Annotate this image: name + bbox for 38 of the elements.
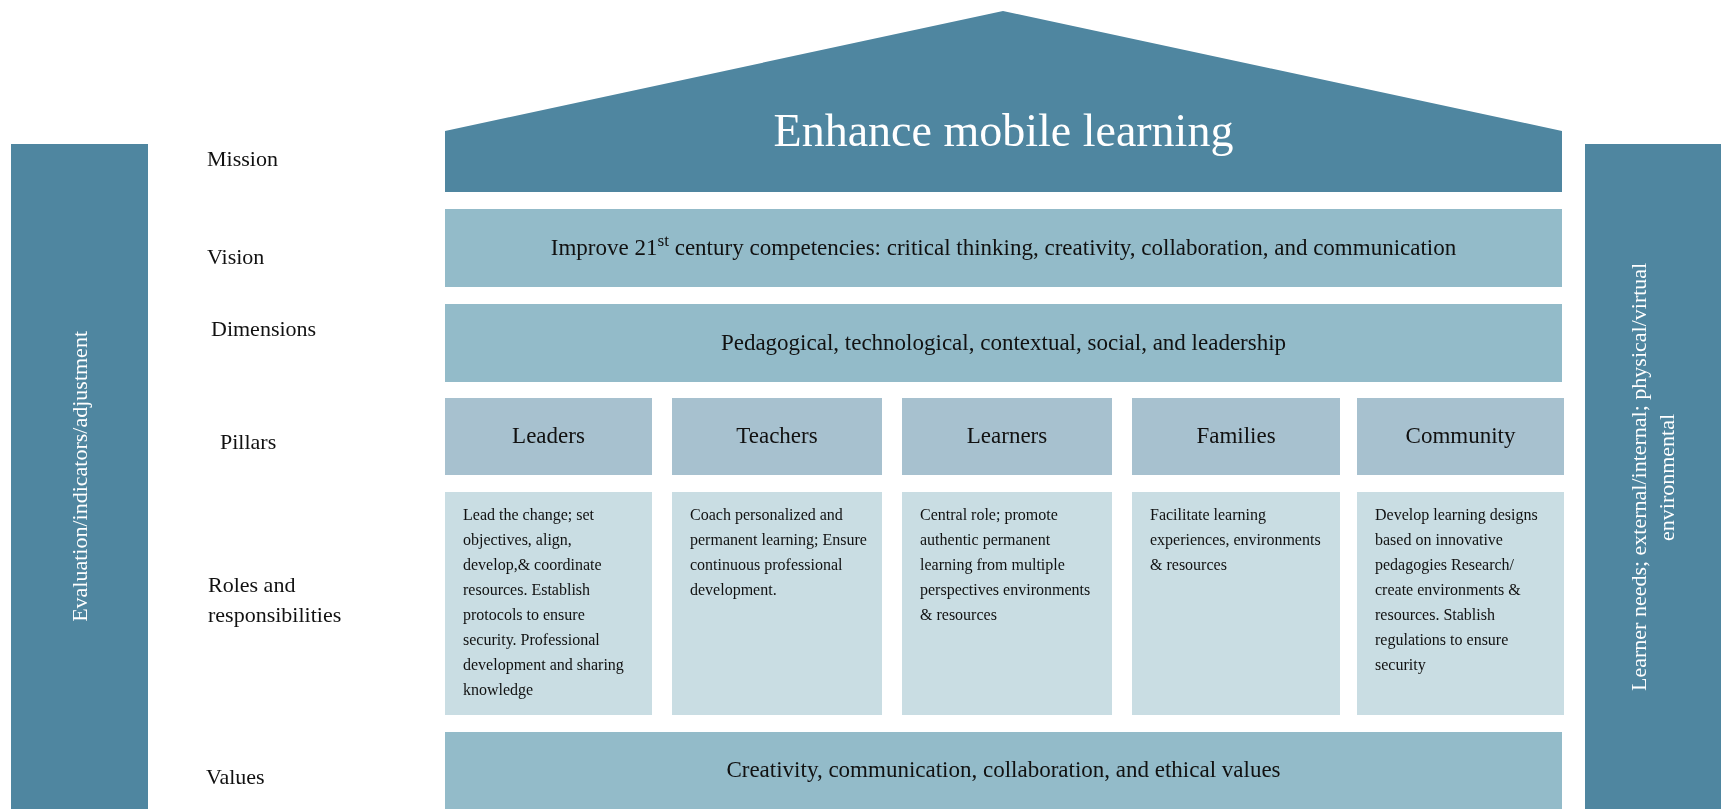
pillar-header — [1357, 398, 1564, 475]
band-text: Creativity, communication, collaboration, and ethical values — [725, 756, 1282, 785]
role-description: Develop learning designs based on innovative pedagogies Research/ create environments & resources. Stablish regulations to ensure security — [1375, 505, 1539, 676]
row-label: Dimensions — [211, 315, 318, 343]
pillar-title: Leaders — [511, 422, 586, 451]
side-column — [1585, 144, 1721, 809]
mission-title: Enhance mobile learning — [773, 108, 1234, 154]
pillar-title: Teachers — [735, 422, 819, 451]
role-card — [445, 492, 652, 715]
column-text: Evaluation/indicators/adjustment — [65, 331, 93, 622]
role-card — [902, 492, 1112, 715]
role-card — [1132, 492, 1340, 715]
side-column — [11, 144, 148, 809]
row-label: Mission — [207, 145, 279, 173]
role-description: Central role; promote authentic permanent learning from multiple perspectives environments & resources — [920, 505, 1092, 625]
pillar-header — [445, 398, 652, 475]
row-label: Vision — [207, 243, 266, 271]
role-description: Coach personalized and permanent learning; Ensure continuous professional development. — [690, 505, 868, 601]
row-label: Pillars — [220, 428, 278, 456]
horizontal-band — [445, 209, 1562, 287]
band-text: Improve 21$^{st}$ century competencies: critical thinking, creativity, collaboration, and communication — [549, 233, 1458, 262]
role-description: Lead the change; set objectives, align, develop,& coordinate resources. Establish protocols to ensure security. Professional development and sharing knowledge — [463, 505, 625, 701]
roof-banner — [445, 11, 1562, 192]
horizontal-band — [445, 732, 1562, 809]
pillar-header — [672, 398, 882, 475]
pillar-title: Families — [1195, 422, 1277, 451]
pillar-header — [1132, 398, 1340, 475]
horizontal-band — [445, 304, 1562, 382]
pillar-title: Community — [1404, 422, 1517, 451]
row-label: Roles and responsibilities — [208, 571, 343, 629]
column-text: Learner needs; external/internal; physical/virtual environmental — [1625, 261, 1680, 693]
pillar-header — [902, 398, 1112, 475]
role-card — [672, 492, 882, 715]
role-description: Facilitate learning experiences, environments & resources — [1150, 505, 1322, 575]
role-card — [1357, 492, 1564, 715]
row-label: Values — [206, 763, 266, 791]
band-text: Pedagogical, technological, contextual, social, and leadership — [719, 328, 1288, 357]
pillar-title: Learners — [965, 422, 1049, 451]
